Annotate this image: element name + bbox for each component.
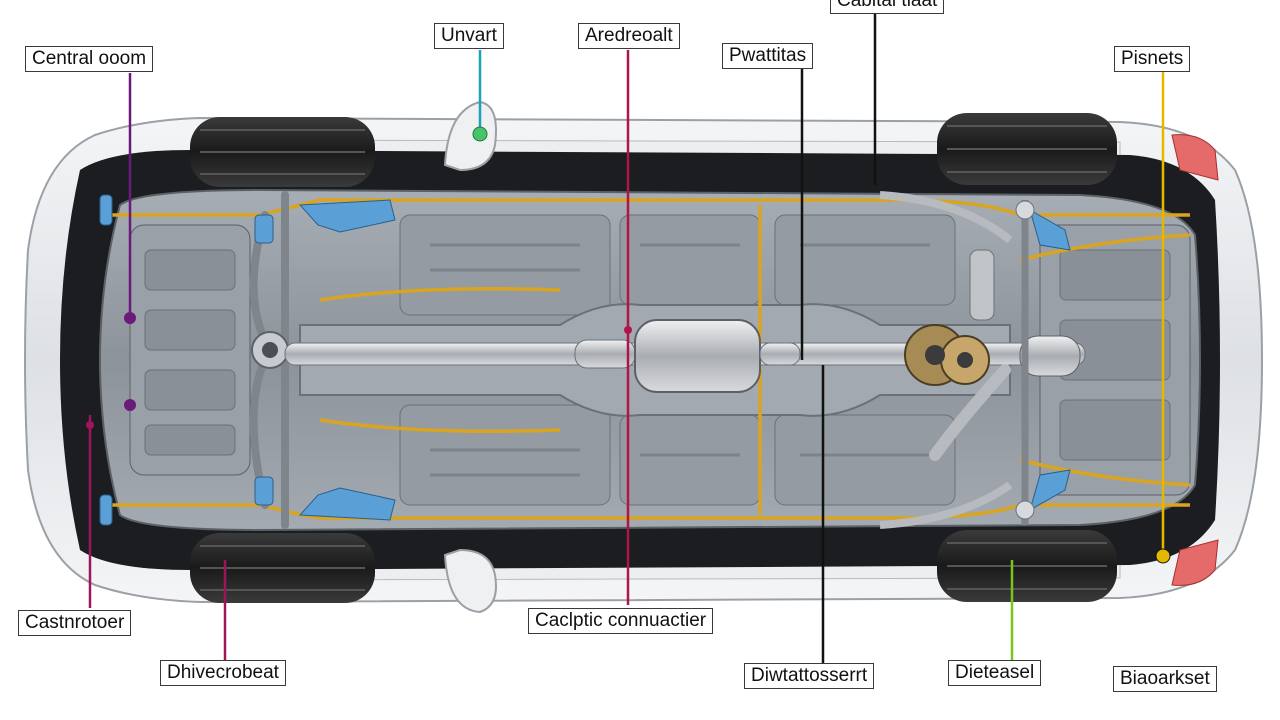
tail-light-top xyxy=(1171,134,1219,181)
label-partial-top: Cabital tiaat xyxy=(830,0,945,14)
label-pisnets: Pisnets xyxy=(1114,46,1191,72)
mirror-bottom xyxy=(443,548,497,614)
label-unvart: Unvart xyxy=(434,23,504,49)
label-dieteasel: Dieteasel xyxy=(948,660,1042,686)
differential xyxy=(904,324,990,386)
label-dhivecrobeat: Dhivecrobeat xyxy=(160,660,286,686)
label-castnrotoer: Castnrotoer xyxy=(18,610,132,636)
tire-rear-bottom xyxy=(937,530,1117,602)
tire-rear-top xyxy=(937,113,1117,185)
leader-dots xyxy=(86,126,1171,564)
label-diwtattosserrt: Diwtattosserrt xyxy=(744,663,875,689)
tire-front-bottom xyxy=(190,533,375,603)
tail-light-bottom xyxy=(1171,539,1219,586)
label-pwattitas: Pwattitas xyxy=(722,43,814,69)
muffler xyxy=(1019,335,1081,377)
label-central-boom: Central ooom xyxy=(25,46,154,72)
label-aredreoalt: Aredreoalt xyxy=(578,23,680,49)
catalytic-converter xyxy=(634,319,761,393)
tire-front-top xyxy=(190,117,375,187)
label-caclptic-connuactier: Caclptic connuactier xyxy=(528,608,714,634)
label-biaoarkset: Biaoarkset xyxy=(1113,666,1217,692)
mirror-top xyxy=(443,100,497,172)
